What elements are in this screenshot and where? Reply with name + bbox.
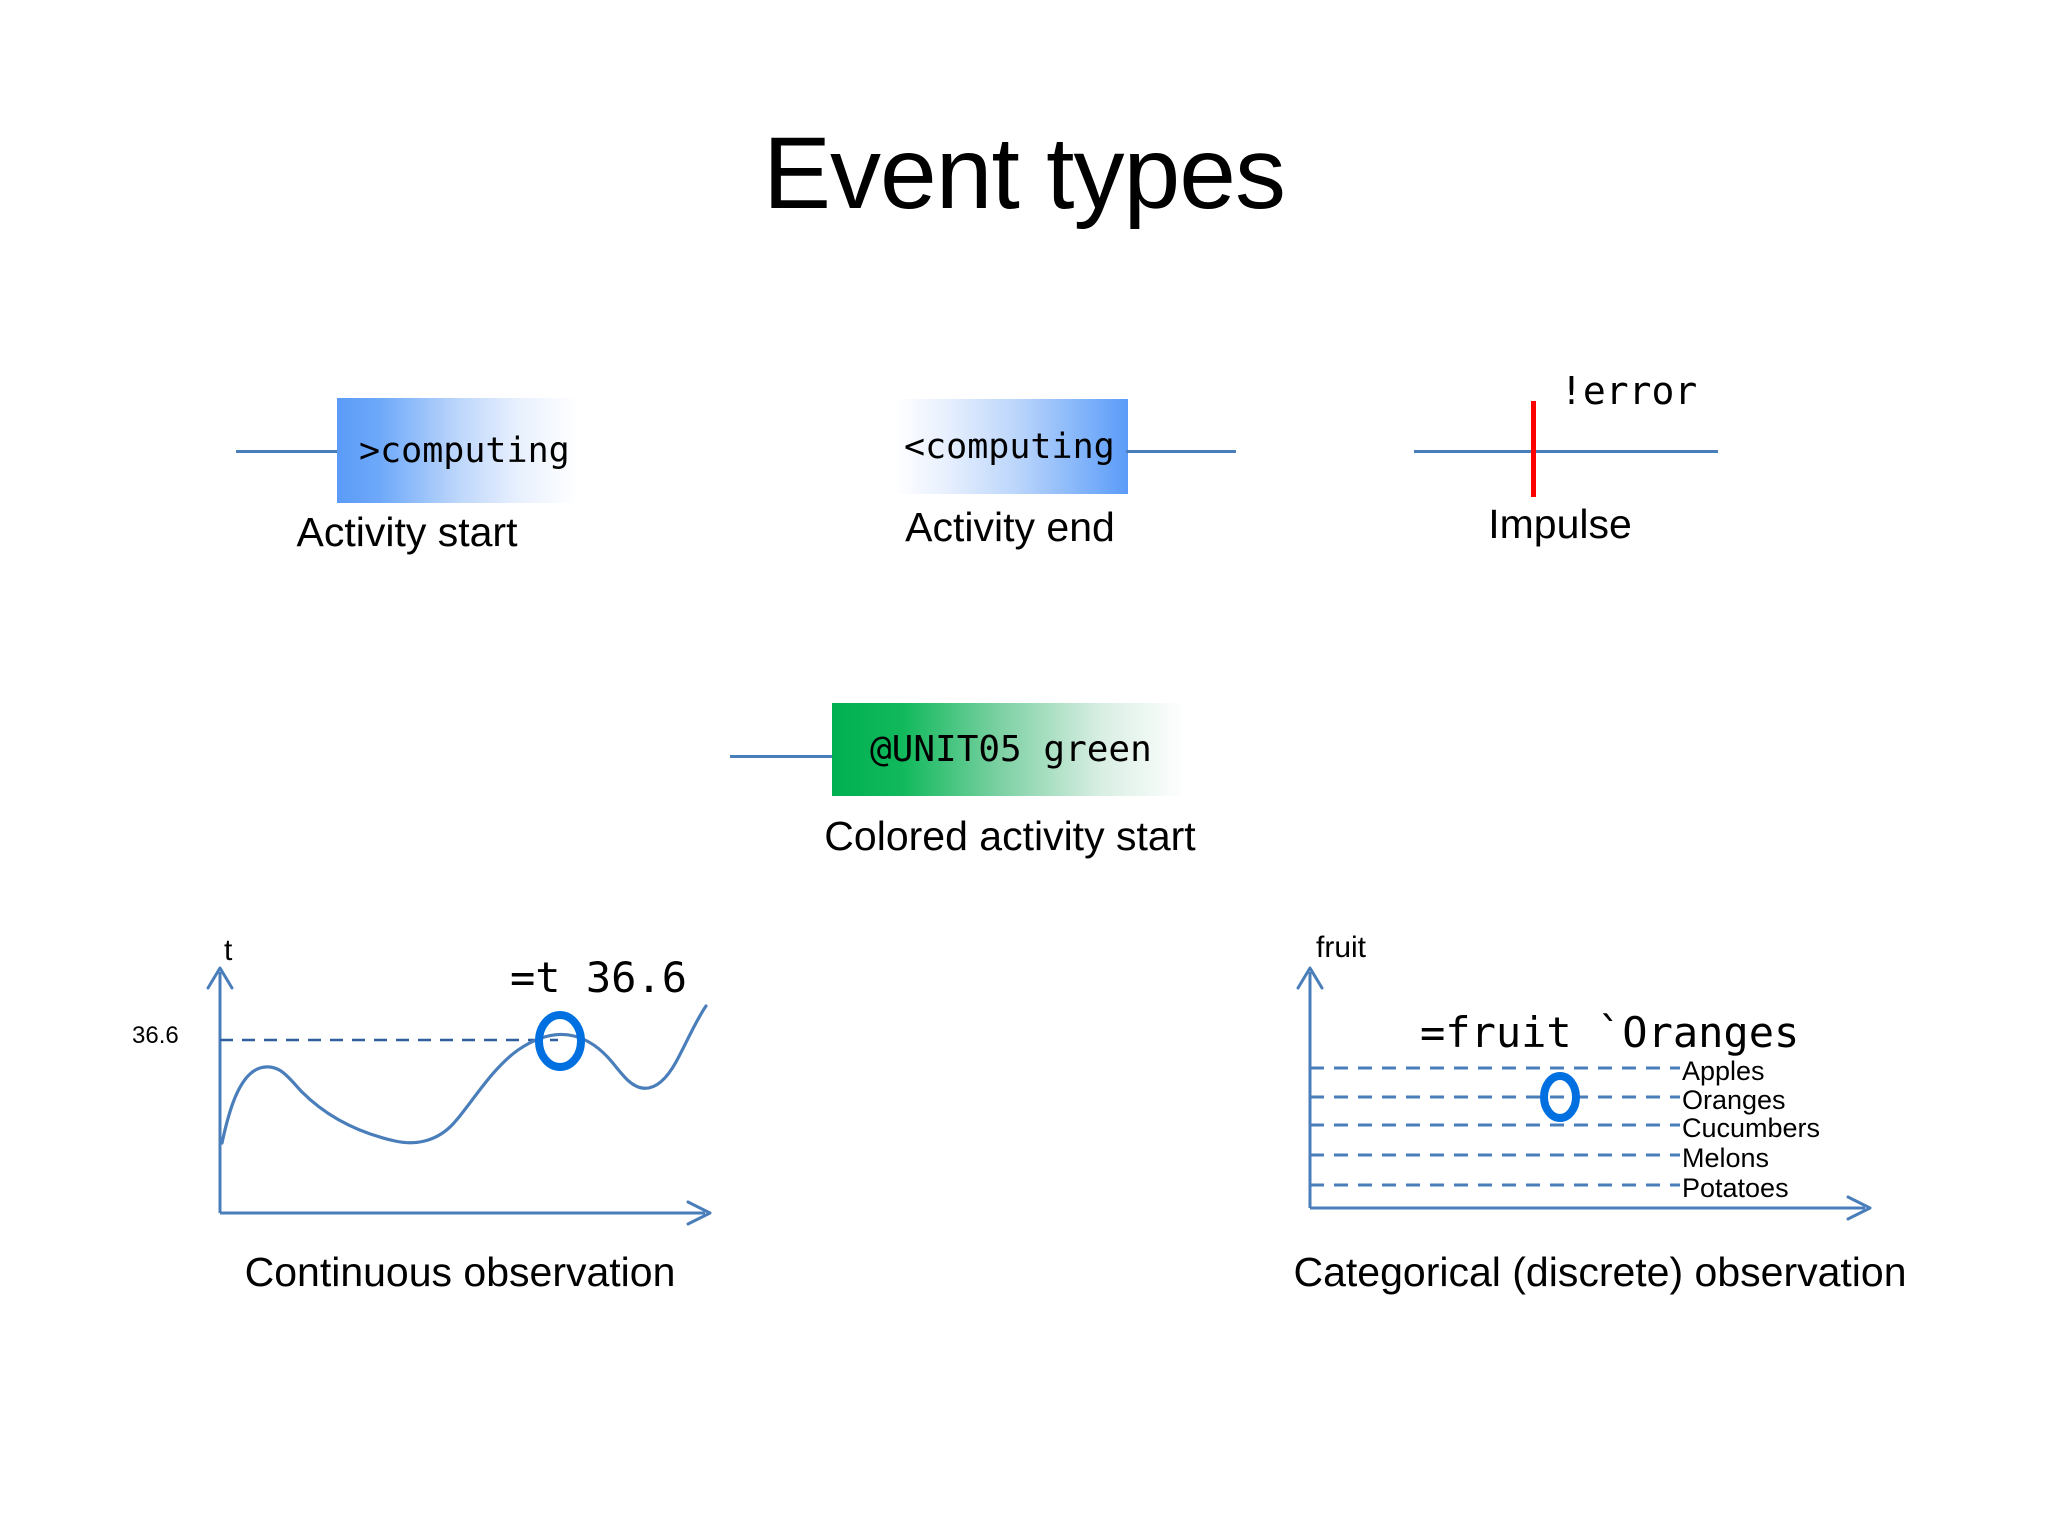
continuous-observation-annotation: =t 36.6 (510, 953, 688, 1002)
impulse-marker-line[interactable] (1531, 401, 1536, 497)
category-label-apples: Apples (1682, 1056, 1765, 1086)
continuous-observation-plot (206, 966, 712, 1226)
continuous-observation-caption: Continuous observation (244, 1249, 676, 1295)
activity-end-box[interactable]: <computing (894, 399, 1128, 494)
activity-end-label: <computing (904, 426, 1115, 467)
category-label-oranges: Oranges (1682, 1085, 1786, 1115)
page-title: Event types (763, 116, 1286, 230)
categorical-y-axis-label: fruit (1316, 931, 1367, 964)
activity-start-connector-line (236, 450, 340, 453)
activity-start-box[interactable]: >computing (337, 398, 578, 503)
categorical-observation-chart: fruit Apples Oranges Cucumbers Melons Po… (1290, 932, 1910, 1250)
impulse-timeline (1414, 450, 1718, 453)
continuous-observation-chart: t 36.6 (132, 935, 770, 1250)
colored-activity-start-label: @UNIT05 green (870, 728, 1152, 770)
categorical-observation-caption: Categorical (discrete) observation (1293, 1249, 1907, 1295)
category-label-melons: Melons (1682, 1143, 1770, 1173)
category-label-potatoes: Potatoes (1682, 1173, 1789, 1203)
categorical-observation-annotation: =fruit `Oranges (1420, 1008, 1800, 1057)
activity-end-connector-line (1126, 450, 1236, 453)
activity-start-caption: Activity start (296, 509, 518, 555)
activity-end-caption: Activity end (905, 504, 1115, 550)
colored-activity-start-connector-line (730, 755, 835, 758)
category-label-cucumbers: Cucumbers (1682, 1113, 1821, 1143)
colored-activity-start-caption: Colored activity start (824, 813, 1196, 859)
impulse-error-label: !error (1560, 369, 1698, 413)
continuous-y-axis-label: t (224, 934, 233, 967)
colored-activity-start-box[interactable]: @UNIT05 green (832, 703, 1185, 796)
continuous-threshold-tick-label: 36.6 (132, 1022, 179, 1049)
categorical-observation-plot (1296, 966, 1872, 1221)
impulse-caption: Impulse (1488, 501, 1632, 547)
activity-start-label: >computing (359, 430, 570, 471)
